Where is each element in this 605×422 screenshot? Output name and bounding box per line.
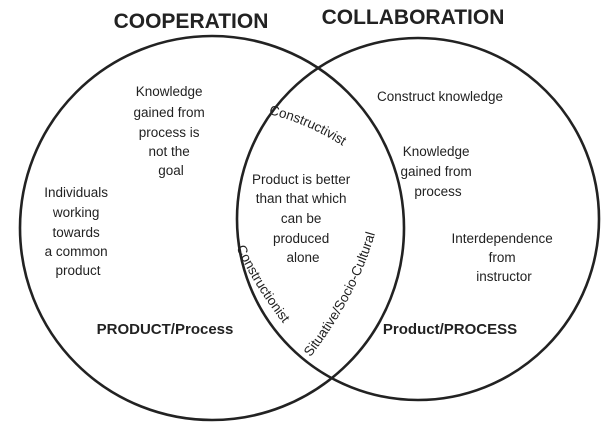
overlap-center-note: Product is better than that which can be…	[252, 172, 354, 265]
note-line: process is	[139, 125, 200, 140]
collaboration-construct-note: Construct knowledge	[377, 89, 503, 104]
note-line: Product is better	[252, 172, 351, 187]
note-line: product	[55, 263, 100, 278]
constructivist-label: Constructivist	[268, 102, 349, 148]
cooperation-title: COOPERATION	[114, 10, 269, 33]
cooperation-knowledge-note: Knowledge gained from process is not the…	[133, 84, 208, 178]
note-line: Knowledge	[403, 144, 470, 159]
note-line: can be	[281, 211, 322, 226]
note-line: process	[414, 184, 462, 199]
note-line: a common	[45, 244, 108, 259]
note-line: Knowledge	[136, 84, 203, 99]
cooperation-circle	[18, 34, 406, 422]
cooperation-emphasis: PRODUCT/Process	[97, 321, 234, 338]
collaboration-interdependence-note: Interdependence from instructor	[451, 231, 556, 284]
note-line: gained from	[133, 105, 204, 120]
note-line: goal	[158, 163, 184, 178]
constructivist-label-path: Constructivist	[268, 102, 349, 148]
note-line: gained from	[400, 164, 471, 179]
collaboration-knowledge-note: Knowledge gained from process	[400, 144, 475, 199]
note-line: from	[489, 250, 516, 265]
collaboration-title: COLLABORATION	[322, 6, 505, 29]
note-line: instructor	[476, 269, 532, 284]
collaboration-circle	[235, 36, 601, 402]
note-line: alone	[286, 250, 319, 265]
collaboration-emphasis: Product/PROCESS	[383, 321, 517, 338]
note-line: working	[52, 205, 100, 220]
note-line: than that which	[256, 191, 347, 206]
note-line: Interdependence	[451, 231, 552, 246]
note-line: not the	[148, 144, 189, 159]
cooperation-individuals-note: Individuals working towards a common pro…	[44, 185, 112, 278]
note-line: towards	[52, 225, 100, 240]
note-line: Individuals	[44, 185, 108, 200]
note-line: produced	[273, 231, 329, 246]
